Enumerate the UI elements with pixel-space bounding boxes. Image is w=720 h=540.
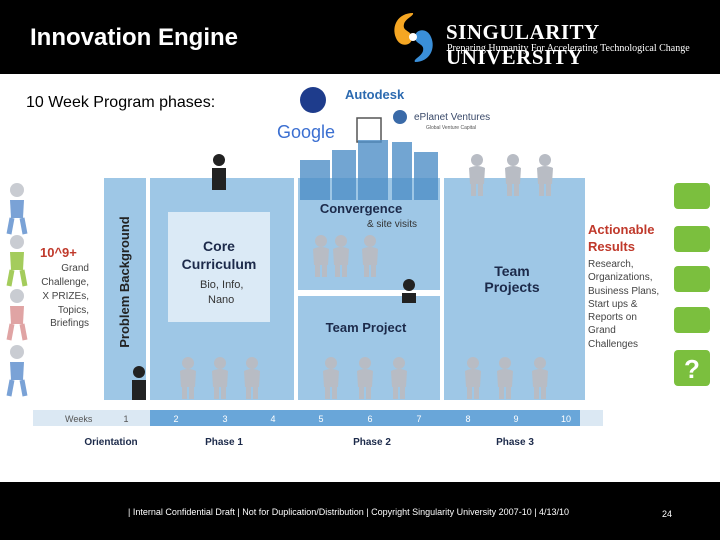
problem-background-label: Problem Background (117, 216, 132, 348)
team-projects-1: Team (494, 263, 530, 279)
results-line-2: Organizations, (588, 272, 652, 283)
lecturer-icon (133, 366, 145, 378)
program-phases-diagram: Autodesk Google ePlanet Ventures Global … (0, 84, 720, 464)
footer-text: | Internal Confidential Draft | Not for … (128, 507, 569, 517)
mentor-icon (403, 279, 415, 291)
left-line-3: X PRIZEs, (42, 291, 89, 302)
phase-2: Phase 2 (353, 437, 391, 448)
left-headline: 10^9+ (40, 245, 77, 260)
core-topic-1: Bio, Info, (200, 279, 243, 291)
left-line-1: Grand (61, 263, 89, 274)
results-line-5: Reports on (588, 312, 637, 323)
partner-gvc: Global Venture Capital (426, 125, 476, 131)
svg-text:4: 4 (270, 414, 275, 424)
nasa-logo-icon (300, 87, 326, 113)
results-line-4: Start ups & (588, 299, 638, 310)
team-project-title: Team Project (326, 320, 407, 335)
team-projects-2: Projects (484, 279, 539, 295)
svg-text:9: 9 (513, 414, 518, 424)
laptop-icon (674, 307, 710, 333)
partner-eplanet: ePlanet Ventures (414, 112, 490, 123)
org-tagline: Preparing Humanity For Accelerating Tech… (447, 43, 690, 54)
left-line-5: Briefings (50, 318, 89, 329)
phase-labels: Orientation Phase 1 Phase 2 Phase 3 (84, 437, 534, 448)
results-line-7: Challenges (588, 339, 638, 350)
svg-text:6: 6 (367, 414, 372, 424)
convergence-sub: & site visits (367, 219, 417, 230)
week-1: 1 (123, 414, 128, 424)
phase-orientation: Orientation (84, 437, 137, 448)
core-title-2: Curriculum (182, 256, 257, 272)
results-title-2: Results (588, 239, 635, 254)
phase-3: Phase 3 (496, 437, 534, 448)
svg-text:10: 10 (561, 414, 571, 424)
plant-icon (674, 266, 710, 292)
partner-google: Google (277, 122, 335, 142)
results-title-1: Actionable (588, 222, 654, 237)
left-line-2: Challenge, (41, 277, 89, 288)
speaker-icon (213, 154, 225, 166)
bowl-icon (674, 226, 710, 252)
slide-title: Innovation Engine (30, 24, 238, 52)
svg-text:2: 2 (173, 414, 178, 424)
partner-autodesk: Autodesk (345, 87, 405, 102)
results-line-6: Grand (588, 325, 616, 336)
results-line-3: Business Plans, (588, 286, 659, 297)
left-walkers (9, 183, 25, 396)
svg-text:7: 7 (416, 414, 421, 424)
ideo-logo-icon (357, 118, 381, 142)
convergence-title: Convergence (320, 201, 402, 216)
svg-text:5: 5 (318, 414, 323, 424)
svg-text:?: ? (684, 354, 700, 384)
core-topic-2: Nano (208, 294, 234, 306)
results-line-1: Research, (588, 259, 634, 270)
left-line-4: Topics, (58, 305, 89, 316)
weeks-label: Weeks (65, 414, 93, 424)
page-number: 24 (662, 509, 672, 519)
core-title-1: Core (203, 238, 235, 254)
eplanet-logo-icon (393, 110, 407, 124)
singularity-logo-icon (388, 10, 438, 65)
truck-icon (674, 183, 710, 209)
svg-text:3: 3 (222, 414, 227, 424)
city-buildings (300, 140, 438, 200)
svg-text:8: 8 (465, 414, 470, 424)
phase-1: Phase 1 (205, 437, 243, 448)
